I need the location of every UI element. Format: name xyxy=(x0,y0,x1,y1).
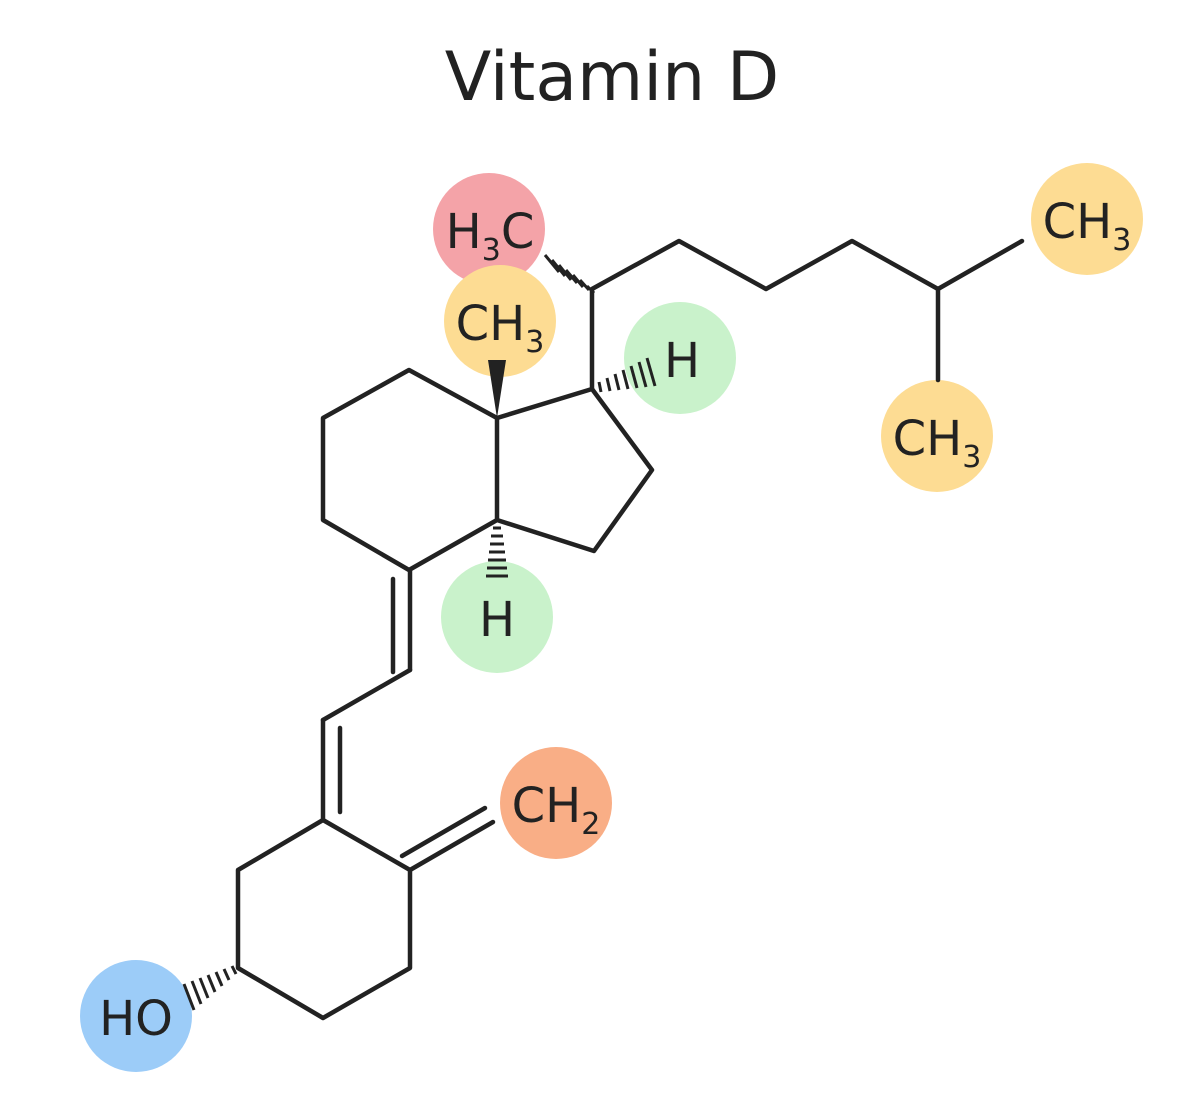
ch3-c25a-highlight xyxy=(1031,163,1143,275)
ho-highlight xyxy=(80,960,192,1072)
ch3-c13-label: CH3 xyxy=(456,296,545,360)
diagram-title: Vitamin D xyxy=(445,38,779,117)
ho-label: HO xyxy=(99,991,173,1047)
h-c14-highlight xyxy=(441,561,553,673)
ch3-c25b-highlight xyxy=(881,380,993,492)
hash-bond-h3c xyxy=(543,254,596,295)
wedge-bond-ch3 xyxy=(488,360,506,418)
bond-skeleton xyxy=(235,238,1025,1021)
h-c17-label: H xyxy=(664,333,700,389)
hash-bond-h-c17 xyxy=(597,357,657,393)
ch3-c25a-label: CH3 xyxy=(1043,194,1132,258)
h3c-label: H3C xyxy=(446,204,535,268)
h-c14-label: H xyxy=(479,592,515,648)
hash-bond-ho xyxy=(182,965,238,1011)
ch3-c25b-label: CH3 xyxy=(893,411,982,475)
h-c17-highlight xyxy=(624,302,736,414)
h3c-highlight xyxy=(433,173,545,285)
ch2-highlight xyxy=(500,747,612,859)
ch3-c13-highlight xyxy=(444,265,556,377)
hash-bond-h-c14 xyxy=(486,526,508,578)
ch2-label: CH2 xyxy=(512,778,601,842)
